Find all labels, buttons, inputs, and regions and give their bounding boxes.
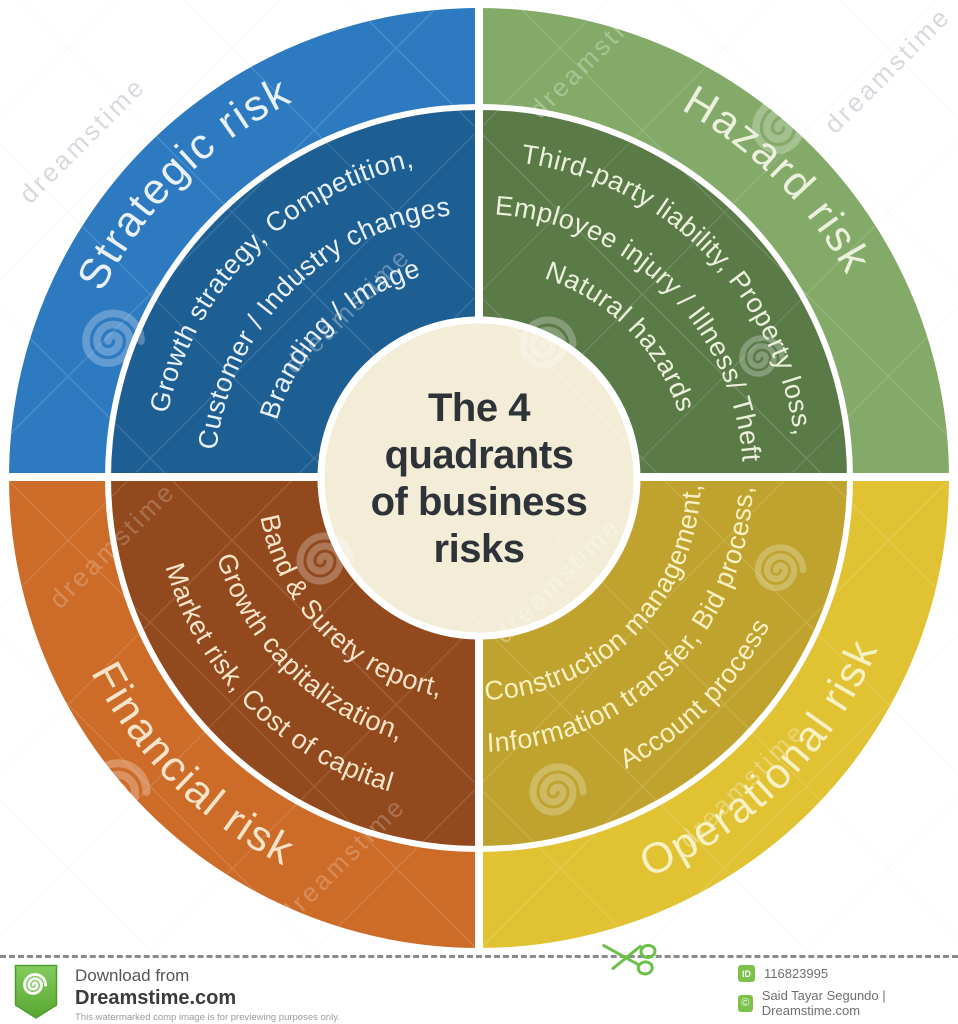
credit-row: © Said Tayar Segundo | Dreamstime.com — [738, 988, 958, 1018]
watermark-grid — [9, 8, 949, 948]
center-title-line: The 4 — [428, 386, 531, 430]
footer-right: ID 116823995 © Said Tayar Segundo | Drea… — [738, 965, 958, 1018]
risk-quadrants-diagram: dreamstime dreamstime dreamstime dreamst… — [0, 0, 958, 950]
center-title: The 4 quadrants of business risks — [371, 386, 588, 571]
dreamstime-site-name: Dreamstime.com — [75, 987, 237, 1009]
dreamstime-shield-logo — [14, 964, 58, 1019]
center-title-line: of business — [371, 480, 588, 524]
center-title-line: quadrants — [385, 433, 574, 477]
image-id: 116823995 — [764, 966, 829, 981]
download-label: Download from — [75, 966, 190, 985]
scissors-icon — [602, 943, 657, 976]
center-title-line: risks — [434, 527, 525, 571]
dreamstime-footer: Download from Dreamstime.com This waterm… — [0, 943, 958, 1024]
footer-left: Download from Dreamstime.com This waterm… — [14, 964, 340, 1024]
id-badge-icon: ID — [738, 965, 755, 982]
copyright-badge-icon: © — [738, 994, 753, 1012]
image-id-row: ID 116823995 — [738, 965, 958, 982]
watermark-disclaimer: This watermarked comp image is for previ… — [75, 1012, 340, 1023]
author-credit: Said Tayar Segundo | Dreamstime.com — [761, 988, 886, 1018]
